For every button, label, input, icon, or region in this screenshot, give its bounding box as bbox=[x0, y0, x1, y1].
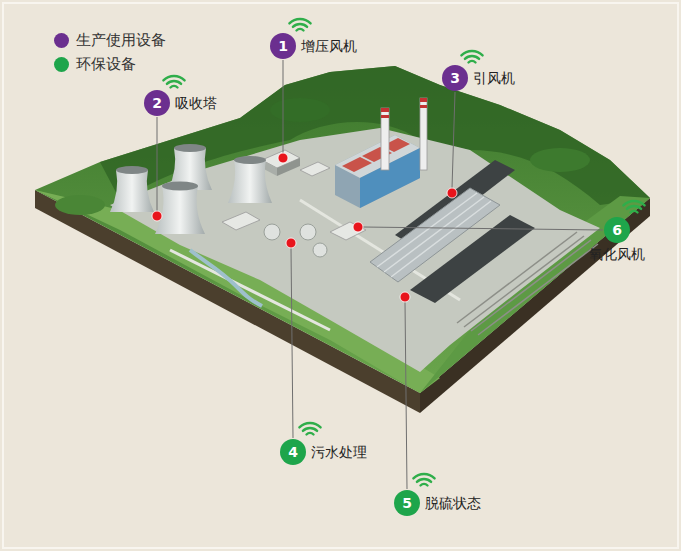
wifi-icon bbox=[289, 19, 310, 30]
tank bbox=[313, 243, 327, 257]
callout-label: 增压风机 bbox=[301, 38, 357, 55]
equipment-dot bbox=[286, 238, 296, 248]
cooling-tower bbox=[110, 170, 154, 212]
legend-text: 生产使用设备 bbox=[76, 31, 166, 49]
rail bbox=[464, 236, 584, 327]
power-house-facade bbox=[360, 148, 420, 208]
wifi-icon bbox=[623, 201, 644, 212]
legend-text: 环保设备 bbox=[76, 55, 136, 73]
callout-label: 脱硫状态 bbox=[425, 495, 481, 512]
tower-top bbox=[116, 166, 148, 174]
callout-number: 2 bbox=[152, 96, 162, 110]
callout: 1 增压风机 bbox=[270, 33, 357, 59]
leader-line bbox=[405, 302, 407, 489]
rail bbox=[457, 232, 577, 323]
chimney bbox=[420, 98, 427, 170]
legend-swatch bbox=[54, 57, 69, 72]
terrain-top bbox=[35, 66, 650, 393]
chimney bbox=[381, 108, 389, 170]
chimney-band bbox=[420, 98, 427, 102]
wifi-icon bbox=[299, 423, 320, 434]
equipment-dot bbox=[152, 211, 162, 221]
callout-circle: 4 bbox=[280, 439, 306, 465]
chimney-band bbox=[381, 115, 389, 118]
chimney-band bbox=[420, 105, 427, 108]
callout-label: 吸收塔 bbox=[175, 95, 217, 112]
wifi-icon bbox=[413, 474, 434, 485]
forest bbox=[270, 98, 330, 122]
leader-line bbox=[157, 117, 158, 211]
leader-lines bbox=[157, 60, 603, 489]
callout: 3 引风机 bbox=[442, 65, 515, 91]
wifi-icon bbox=[461, 51, 482, 62]
tank bbox=[264, 224, 280, 240]
callout-label: 氧化风机 bbox=[589, 246, 645, 263]
wifi-icon bbox=[163, 76, 184, 87]
tank bbox=[300, 224, 316, 240]
leader-line bbox=[452, 92, 455, 188]
forest bbox=[55, 195, 105, 215]
chimney-band bbox=[381, 108, 389, 112]
callout-label: 污水处理 bbox=[311, 444, 367, 461]
tower-top bbox=[234, 156, 266, 164]
building bbox=[222, 212, 260, 230]
tower-top bbox=[174, 144, 206, 152]
railroad bbox=[457, 232, 598, 335]
callout-circle: 5 bbox=[394, 490, 420, 516]
cooling-tower bbox=[155, 186, 205, 234]
red-roof bbox=[342, 157, 372, 172]
equipment-dot bbox=[353, 222, 363, 232]
power-block bbox=[335, 98, 427, 208]
terrain bbox=[35, 66, 650, 413]
frame bbox=[3, 3, 678, 548]
building bbox=[330, 222, 366, 240]
callout-circle: 2 bbox=[144, 90, 170, 116]
legend-row: 生产使用设备 bbox=[54, 31, 166, 49]
callout-number: 1 bbox=[278, 39, 288, 53]
legend-row: 环保设备 bbox=[54, 55, 136, 73]
plant-area bbox=[110, 128, 600, 372]
cooling-towers bbox=[110, 144, 272, 234]
building bbox=[300, 162, 330, 176]
callout: 5 脱硫状态 bbox=[394, 490, 481, 516]
leader-line bbox=[363, 227, 603, 230]
legend-swatch bbox=[54, 33, 69, 48]
tower-top bbox=[162, 182, 198, 191]
callout: 4 污水处理 bbox=[280, 439, 367, 465]
callout-circle: 3 bbox=[442, 65, 468, 91]
callout-number: 3 bbox=[450, 71, 460, 85]
callout: 6 氧化风机 bbox=[589, 217, 645, 263]
callout: 2 吸收塔 bbox=[144, 90, 217, 116]
equipment-dot bbox=[447, 188, 457, 198]
wifi-icons bbox=[163, 19, 644, 485]
rail bbox=[471, 240, 591, 331]
callout-circle: 1 bbox=[270, 33, 296, 59]
stream bbox=[190, 250, 262, 306]
forest bbox=[530, 148, 590, 172]
equipment-dot bbox=[278, 153, 288, 163]
plant-pad bbox=[110, 128, 600, 372]
equipment-dot bbox=[400, 292, 410, 302]
power-house bbox=[335, 135, 420, 208]
callout-number: 6 bbox=[612, 223, 622, 237]
cooling-tower bbox=[228, 160, 272, 203]
callout-number: 4 bbox=[288, 445, 298, 459]
equipment-dots bbox=[152, 153, 457, 302]
callout-number: 5 bbox=[402, 496, 412, 510]
leader-line bbox=[283, 60, 284, 153]
road bbox=[170, 250, 330, 330]
callout-label: 引风机 bbox=[473, 70, 515, 87]
callout-circle: 6 bbox=[604, 217, 630, 243]
rail bbox=[478, 244, 598, 335]
leader-line bbox=[291, 248, 293, 438]
